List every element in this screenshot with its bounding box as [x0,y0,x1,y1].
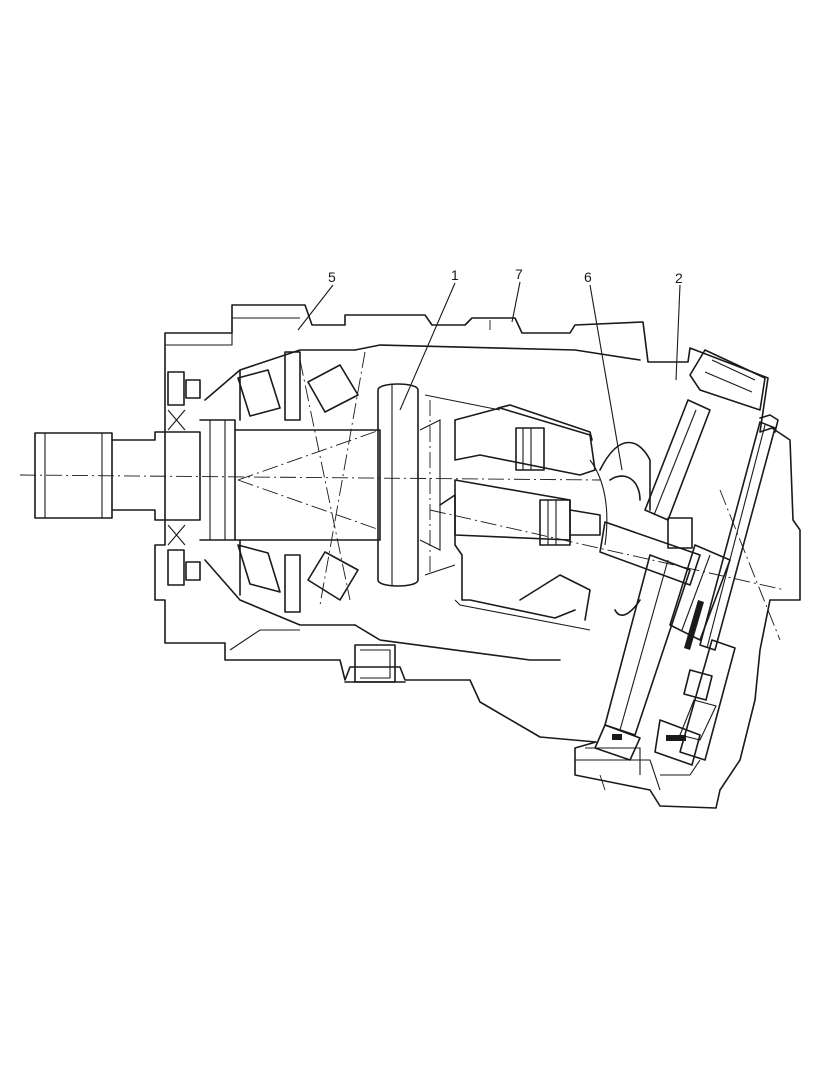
callout-2: 2 [675,270,683,381]
drive-shaft [34,419,381,541]
cylinder-barrel [439,494,591,631]
callout-1: 1 [399,267,459,411]
roller-bearing-rear [237,369,281,596]
roller-bearing-front [284,351,359,613]
callout-6: 6 [584,269,623,471]
port-flange [344,644,406,683]
drive-flange [377,383,501,587]
piston-lower [454,479,601,546]
piston-upper [454,404,596,476]
callout-7: 7 [511,266,523,323]
callout-5: 5 [297,269,336,331]
callout-label-7: 7 [515,266,523,282]
regulator-valve [654,414,779,766]
callout-label-2: 2 [675,270,683,286]
callout-label-1: 1 [451,267,459,283]
control-piston [594,349,766,761]
callout-label-5: 5 [328,269,336,285]
housing-outline [154,304,801,809]
callout-label-6: 6 [584,269,592,285]
center-lines [19,320,786,791]
inner-housing [204,344,641,661]
shaft-seal [167,371,201,586]
